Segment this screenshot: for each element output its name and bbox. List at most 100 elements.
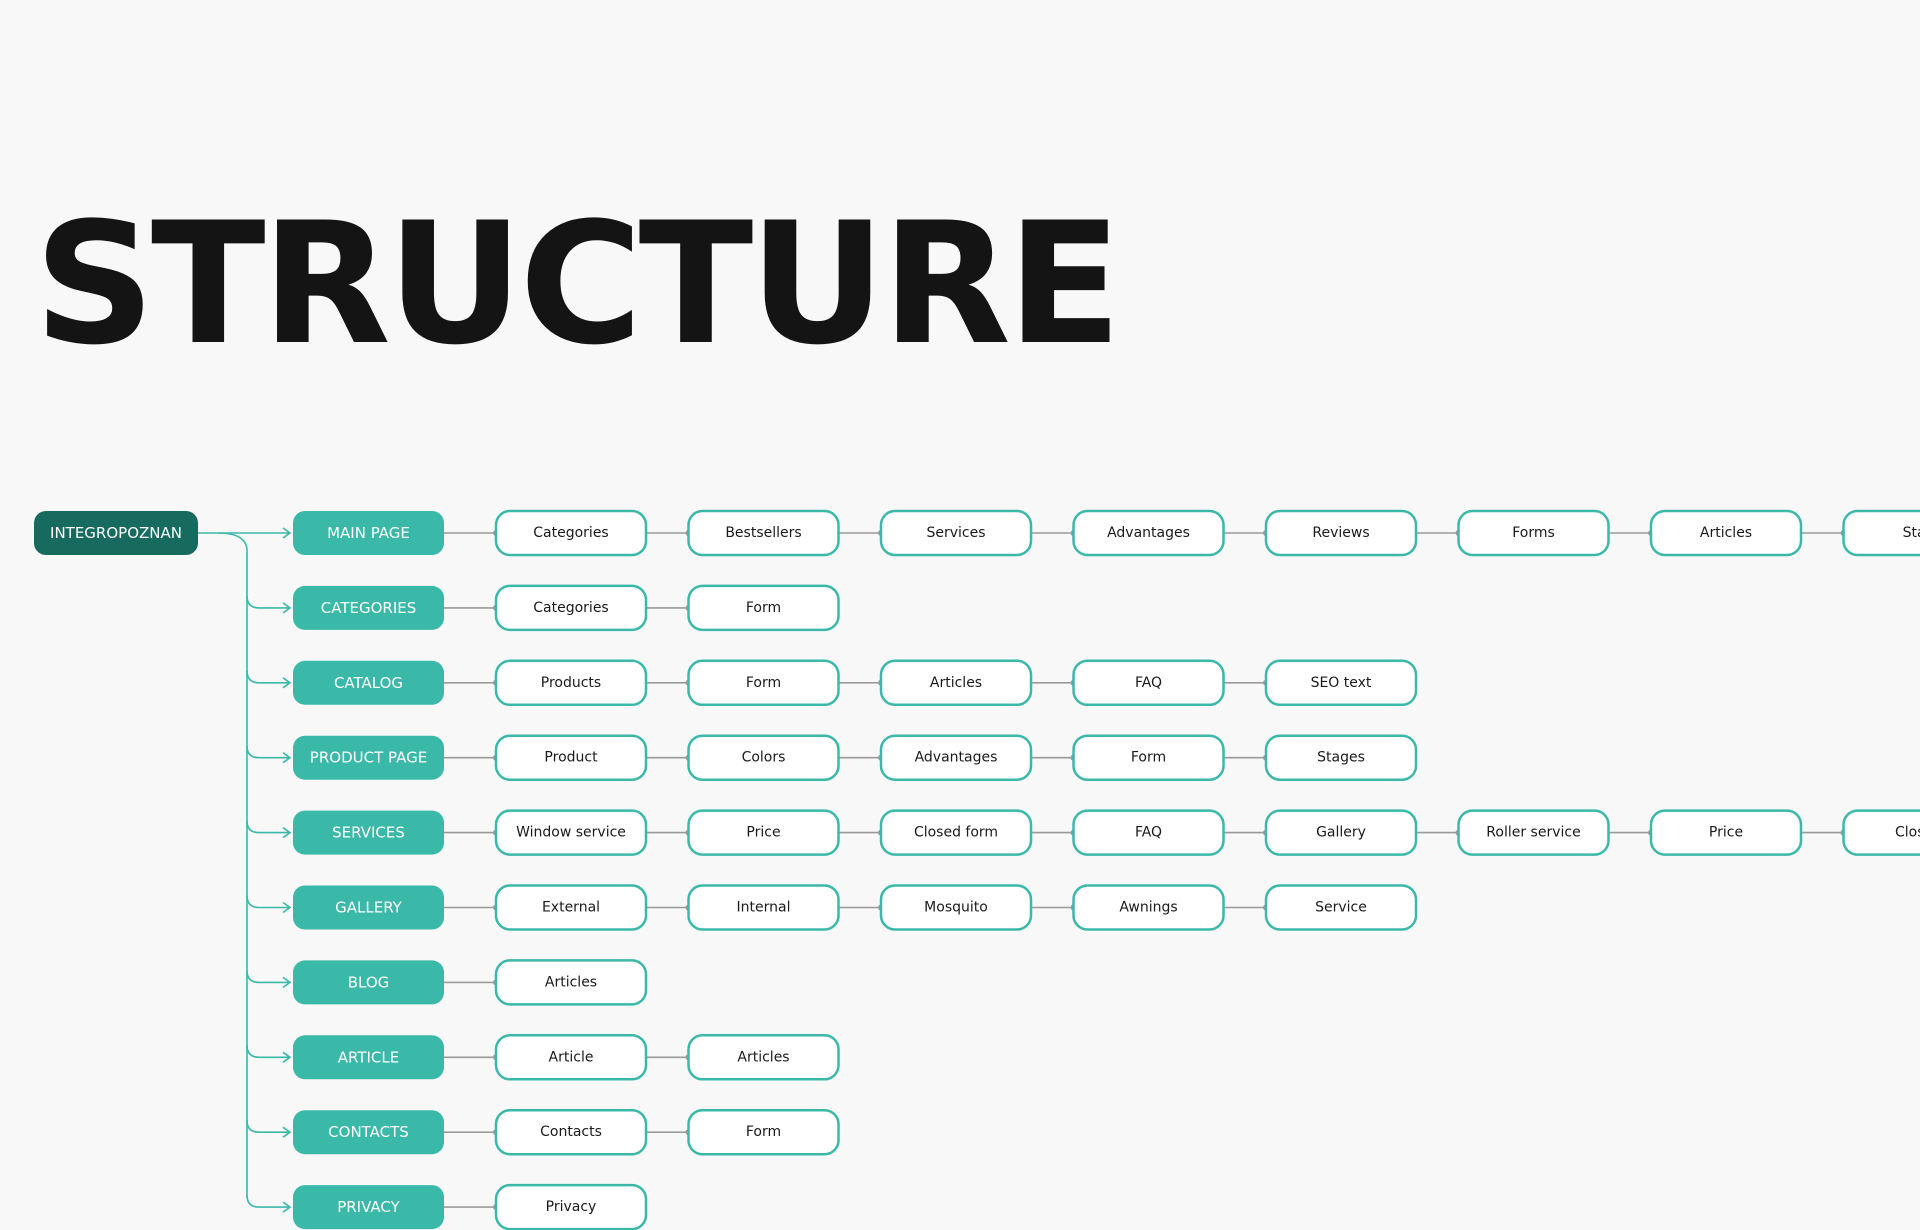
item-node: Articles bbox=[687, 1034, 840, 1081]
item-node-box bbox=[1072, 734, 1225, 781]
item-node-box bbox=[1072, 509, 1225, 557]
item-node-label: Colors bbox=[742, 750, 786, 766]
section-node-label: GALLERY bbox=[335, 899, 403, 917]
tree-branch bbox=[246, 895, 289, 909]
item-node-box bbox=[494, 1183, 648, 1230]
item-node: Colors bbox=[687, 734, 840, 781]
item-node-label: Form bbox=[746, 675, 781, 691]
section-node-box bbox=[293, 1035, 444, 1080]
arrow-head bbox=[282, 527, 292, 539]
item-node: Form bbox=[687, 659, 840, 707]
section-node: MAIN PAGE bbox=[293, 511, 444, 555]
item-node-label: External bbox=[542, 900, 600, 916]
section-node-box bbox=[293, 1185, 444, 1230]
item-node: Roller service bbox=[1457, 809, 1610, 856]
section-node-box bbox=[293, 511, 444, 555]
arrow-head bbox=[282, 826, 292, 839]
tree-branch bbox=[246, 1045, 289, 1059]
item-node-box bbox=[1072, 809, 1225, 856]
item-node: SEO text bbox=[1264, 659, 1418, 707]
section-node-box bbox=[293, 1110, 444, 1155]
item-node-label: Articles bbox=[930, 675, 982, 691]
item-node: FAQ bbox=[1072, 809, 1225, 856]
item-node: Product bbox=[494, 734, 648, 781]
item-node-box bbox=[879, 734, 1033, 781]
nodes: INTEGROPOZNAN MAIN PAGE Categories Bestsell… bbox=[34, 509, 1920, 1230]
section-node-box bbox=[293, 585, 444, 630]
arrow-head bbox=[282, 1051, 292, 1063]
root-node-box bbox=[34, 511, 198, 555]
tree-branch bbox=[246, 745, 289, 759]
section-node: CATEGORIES bbox=[293, 585, 444, 630]
item-node: Form bbox=[687, 1108, 840, 1156]
item-node-box bbox=[687, 584, 840, 632]
item-node: Advantages bbox=[879, 734, 1033, 781]
item-node-label: Privacy bbox=[546, 1199, 597, 1215]
section-node-box bbox=[293, 960, 444, 1005]
item-node-box bbox=[1457, 509, 1610, 557]
item-node-label: Reviews bbox=[1312, 525, 1369, 541]
item-node-box bbox=[879, 659, 1033, 707]
item-node: Gallery bbox=[1264, 809, 1418, 856]
item-node: Form bbox=[687, 584, 840, 632]
item-node-box bbox=[1072, 659, 1225, 707]
item-node: Bestsellers bbox=[687, 509, 840, 557]
item-node: Closed bbox=[1842, 809, 1920, 856]
arrow-head bbox=[282, 976, 292, 989]
item-node-box bbox=[494, 809, 648, 856]
item-node-label: Products bbox=[541, 675, 601, 691]
section-node-label: PRODUCT PAGE bbox=[310, 749, 427, 767]
item-node: Service bbox=[1264, 884, 1418, 931]
item-node-label: Stages bbox=[1317, 750, 1365, 766]
item-node-label: Closed form bbox=[914, 825, 998, 841]
item-node-label: Bestsellers bbox=[725, 525, 801, 541]
item-node-label: Categories bbox=[533, 525, 608, 541]
item-node-box bbox=[494, 734, 648, 781]
arrow-head bbox=[282, 602, 292, 614]
item-node-label: Product bbox=[544, 750, 598, 766]
item-node-label: Articles bbox=[1700, 525, 1752, 541]
item-node: Article bbox=[494, 1034, 648, 1081]
item-node-label: Advantages bbox=[1107, 525, 1190, 541]
item-node-label: Forms bbox=[1512, 525, 1555, 541]
item-node: Closed form bbox=[879, 809, 1033, 856]
tree-branch bbox=[246, 1120, 289, 1133]
item-node-box bbox=[1264, 884, 1418, 931]
item-node-box bbox=[687, 509, 840, 557]
item-node: External bbox=[494, 884, 648, 931]
item-node-label: FAQ bbox=[1135, 675, 1162, 691]
item-node: FAQ bbox=[1072, 659, 1225, 707]
section-node-label: CONTACTS bbox=[328, 1123, 409, 1141]
item-node-box bbox=[494, 884, 648, 931]
tree-spine bbox=[217, 532, 248, 1198]
item-node: Awnings bbox=[1072, 884, 1225, 931]
item-node-box bbox=[687, 1034, 840, 1081]
root-node: INTEGROPOZNAN bbox=[34, 511, 198, 555]
item-node: Services bbox=[879, 509, 1033, 557]
tree-branch bbox=[246, 1195, 289, 1208]
arrow-head bbox=[282, 677, 292, 689]
item-node-box bbox=[879, 884, 1033, 931]
item-node: Articles bbox=[1649, 509, 1803, 557]
section-node: CONTACTS bbox=[293, 1110, 444, 1155]
item-node-label: FAQ bbox=[1135, 825, 1162, 841]
item-node: Price bbox=[687, 809, 840, 856]
root-node-label: INTEGROPOZNAN bbox=[50, 524, 182, 542]
item-node-box bbox=[494, 959, 648, 1006]
arrow-head bbox=[282, 1126, 292, 1138]
item-node-box bbox=[687, 734, 840, 781]
item-node-label: Mosquito bbox=[924, 900, 988, 916]
item-node-label: Service bbox=[1315, 900, 1367, 916]
item-node-label: Articles bbox=[737, 1049, 789, 1065]
item-node-label: SEO text bbox=[1311, 675, 1372, 691]
item-node-label: Advantages bbox=[915, 750, 998, 766]
item-node-box bbox=[687, 1108, 840, 1156]
item-node-label: Closed bbox=[1895, 825, 1920, 841]
item-node: Articles bbox=[879, 659, 1033, 707]
item-node: Products bbox=[494, 659, 648, 707]
item-node: Categories bbox=[494, 584, 648, 632]
item-node-box bbox=[1264, 509, 1418, 557]
item-node-label: Roller service bbox=[1486, 825, 1580, 841]
page-title: STRUCTURE bbox=[34, 186, 1122, 382]
